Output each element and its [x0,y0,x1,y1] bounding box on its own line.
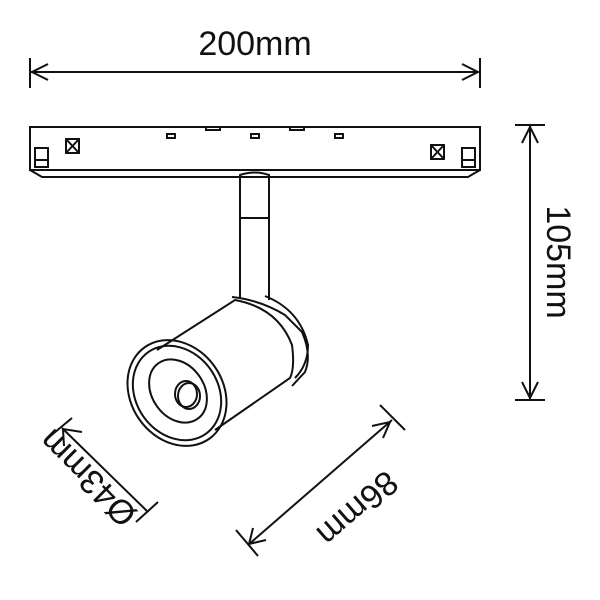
width-dimension: 200mm [29,25,481,88]
length-label: 86mm [309,463,405,554]
length-dimension: 86mm [235,404,406,557]
magnetic-rail [29,126,481,178]
width-label: 200mm [198,25,311,63]
spotlight-head [126,295,310,447]
stem [239,171,270,300]
height-label: 105mm [539,205,577,318]
diameter-label: Ø43mm [32,422,144,534]
height-dimension: 105mm [515,124,577,401]
diameter-dimension: Ø43mm [32,417,159,534]
